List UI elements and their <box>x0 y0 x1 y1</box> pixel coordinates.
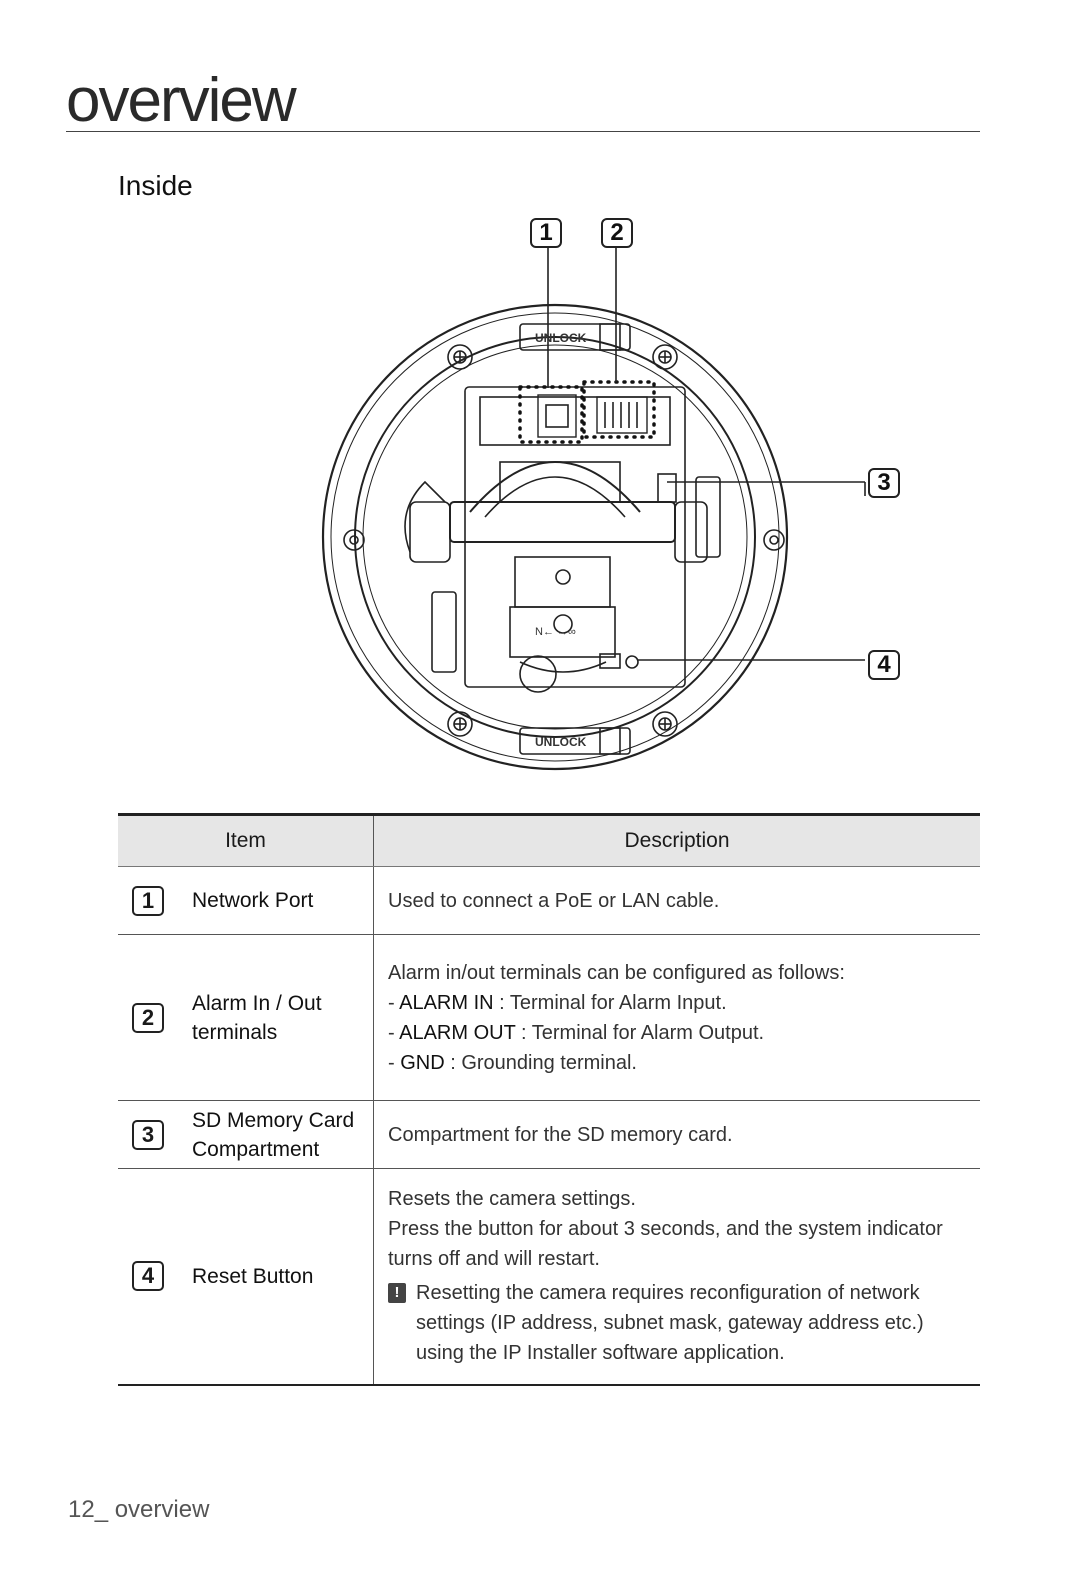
item-cell: 2 Alarm In / Out terminals <box>118 934 374 1101</box>
column-header-description: Description <box>373 813 980 867</box>
bullet-text: : Terminal for Alarm Output. <box>515 1021 765 1044</box>
item-cell: 3 SD Memory Card Compartment <box>118 1100 374 1169</box>
description-cell: Compartment for the SD memory card. <box>373 1100 980 1169</box>
description-intro: Alarm in/out terminals can be configured… <box>388 961 845 984</box>
item-name-line: Alarm In / Out <box>192 991 322 1015</box>
items-table: Item Description 1 Network Port Used to … <box>118 813 980 1386</box>
screw-icon <box>652 711 678 737</box>
bullet-term: ALARM OUT <box>399 1021 516 1044</box>
bullet-item: - ALARM IN : Terminal for Alarm Input. <box>388 991 727 1014</box>
item-name-line: terminals <box>192 1020 278 1044</box>
description-cell: Resets the camera settings. Press the bu… <box>373 1168 980 1386</box>
note-icon: ! <box>388 1283 406 1304</box>
table-row: 3 SD Memory Card Compartment Compartment… <box>118 1100 980 1169</box>
camera-illustration: UNLOCK UNLOCK N← →∞ <box>321 248 866 771</box>
bullet-text: : Terminal for Alarm Input. <box>493 991 727 1014</box>
item-number-badge: 1 <box>132 885 164 916</box>
focus-label: N← →∞ <box>535 626 576 638</box>
description-text: Press the button for about 3 seconds, an… <box>388 1218 943 1271</box>
item-name-line: Compartment <box>192 1137 320 1161</box>
alarm-terminal-highlight <box>582 380 656 439</box>
callout-4: 4 <box>868 650 900 680</box>
table-header-row: Item Description <box>118 813 980 867</box>
column-header-item: Item <box>118 813 374 867</box>
bullet-item: - GND : Grounding terminal. <box>388 1051 637 1074</box>
bullet-term: ALARM IN <box>399 991 494 1014</box>
item-name: Alarm In / Out terminals <box>192 989 322 1047</box>
bullet-item: - ALARM OUT : Terminal for Alarm Output. <box>388 1021 765 1044</box>
item-number-badge: 4 <box>132 1261 164 1292</box>
screw-icon <box>763 529 785 551</box>
item-name: Network Port <box>192 889 314 912</box>
screw-icon <box>447 711 473 737</box>
item-cell: 1 Network Port <box>118 866 374 935</box>
description-cell: Alarm in/out terminals can be configured… <box>373 934 980 1101</box>
table-row: 4 Reset Button Resets the camera setting… <box>118 1168 980 1386</box>
camera-inside-diagram: UNLOCK UNLOCK N← →∞ 1 2 3 4 <box>320 212 920 782</box>
reset-button-shape <box>625 655 639 669</box>
bullet-text: : Grounding terminal. <box>444 1051 637 1074</box>
bullet-term: GND <box>400 1051 445 1074</box>
table-row: 2 Alarm In / Out terminals Alarm in/out … <box>118 934 980 1101</box>
note-text: Resetting the camera requires reconfigur… <box>416 1282 924 1365</box>
outer-ring <box>321 303 789 771</box>
item-name: Reset Button <box>192 1264 314 1288</box>
description-text: Resets the camera settings. <box>388 1188 636 1211</box>
page-header: overview <box>66 70 980 132</box>
item-name: SD Memory Card Compartment <box>192 1106 354 1164</box>
unlock-label-bottom: UNLOCK <box>535 735 587 749</box>
callout-2: 2 <box>601 218 633 248</box>
item-cell: 4 Reset Button <box>118 1168 374 1386</box>
callout-1: 1 <box>530 218 562 248</box>
table-row: 1 Network Port Used to connect a PoE or … <box>118 866 980 935</box>
page-title: overview <box>66 66 297 135</box>
header-rule <box>66 131 980 132</box>
description-cell: Used to connect a PoE or LAN cable. <box>373 866 980 935</box>
item-number-badge: 2 <box>132 1002 164 1033</box>
item-number-badge: 3 <box>132 1119 164 1150</box>
description-text: Used to connect a PoE or LAN cable. <box>388 889 720 912</box>
unlock-label-top: UNLOCK <box>535 331 587 345</box>
screw-icon <box>652 344 678 370</box>
item-name-line: SD Memory Card <box>192 1108 355 1132</box>
network-port-highlight <box>518 385 584 444</box>
callout-3: 3 <box>868 468 900 498</box>
screw-icon <box>447 344 473 370</box>
page-footer: 12_ overview <box>68 1496 210 1523</box>
screw-icon <box>343 529 365 551</box>
section-title: Inside <box>118 170 193 201</box>
note: ! Resetting the camera requires reconfig… <box>388 1278 974 1368</box>
description-text: Compartment for the SD memory card. <box>388 1123 733 1146</box>
